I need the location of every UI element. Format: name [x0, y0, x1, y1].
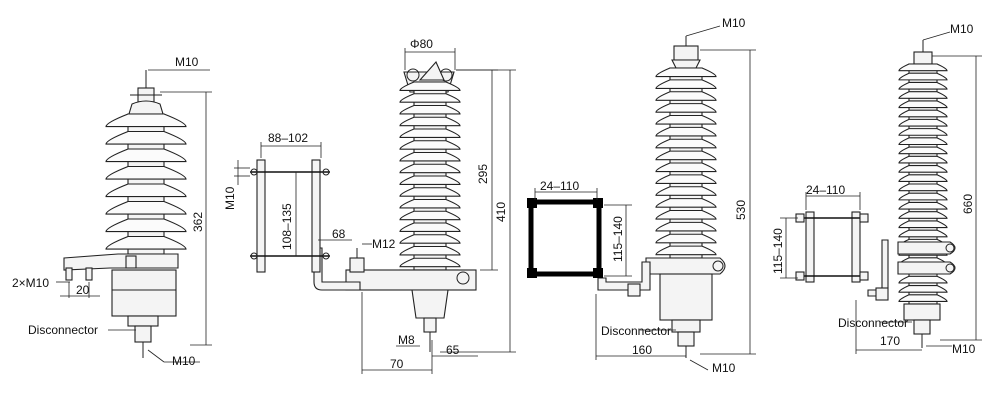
insulator-shed	[399, 116, 461, 127]
disconnector-label: Disconnector	[838, 316, 908, 330]
insulator-shed	[655, 174, 717, 184]
insulator-shed	[399, 128, 461, 139]
insulator-shed	[105, 235, 187, 250]
insulator-shed	[655, 67, 717, 78]
insulator-shed	[655, 233, 717, 244]
insulator-shed	[898, 118, 948, 127]
insulator-shed	[898, 155, 948, 164]
insulator-shed	[655, 138, 717, 149]
insulator-shed	[399, 140, 461, 150]
insulator-shed	[655, 221, 717, 232]
insulator-shed	[898, 192, 948, 201]
insulator-shed	[898, 137, 948, 146]
insulator-shed	[655, 162, 717, 173]
insulator-shed	[105, 165, 187, 180]
bracket-height-dimension: 115–140	[771, 228, 785, 274]
insulator-shed	[399, 257, 461, 268]
insulator-shed	[399, 234, 461, 244]
insulator-shed	[655, 245, 717, 256]
bolt-size-label: M10	[223, 186, 237, 210]
bottom-bolt-label: M10	[952, 342, 976, 356]
insulator-shed	[655, 198, 717, 208]
bracket-height-dimension: 108–135	[280, 203, 294, 250]
insulator-shed	[898, 146, 948, 155]
insulator-shed	[898, 201, 948, 210]
insulator-shed	[399, 187, 461, 197]
bracket-width-dimension: 88–102	[268, 131, 308, 145]
insulator-shed	[399, 210, 461, 221]
insulator-shed	[898, 128, 948, 136]
insulator-shed	[655, 186, 717, 196]
mount-bolts-label: 2×M10	[12, 276, 49, 290]
insulator-shed	[898, 229, 948, 238]
insulator-shed	[898, 284, 948, 293]
disconnector-label: Disconnector	[601, 324, 671, 338]
insulator-shed	[399, 93, 461, 103]
insulator-shed	[898, 91, 948, 99]
insulator-shed	[105, 113, 187, 128]
insulator-shed	[898, 164, 948, 173]
insulator-shed	[105, 148, 187, 163]
bracket-height-dimension: 115–140	[611, 216, 625, 262]
insulator-shed	[105, 130, 187, 145]
insulator-shed	[655, 126, 717, 137]
insulator-shed	[105, 218, 187, 233]
insulator-shed	[898, 183, 948, 192]
bottom-bolt-label: M10	[712, 361, 736, 375]
insulator-shed	[655, 79, 717, 89]
insulator-shed	[898, 211, 948, 219]
insulator-shed	[399, 104, 461, 115]
arrester-4: M10 24–110 115–140 660 Disconnector 170 …	[771, 22, 982, 356]
top-bolt-label: M10	[722, 16, 746, 30]
insulator-shed	[399, 81, 461, 92]
offset-dimension: 160	[632, 343, 652, 357]
insulator-shed	[655, 150, 717, 161]
insulator-shed	[898, 109, 948, 118]
insulator-shed	[399, 245, 461, 256]
bracket-width-dimension: 24–110	[806, 183, 845, 197]
right-offset-dimension: 65	[446, 343, 460, 357]
spacing-dimension: 20	[76, 283, 90, 297]
insulator-shed	[399, 175, 461, 186]
bracket-width-dimension: 24–110	[540, 179, 579, 193]
insulator-shed	[898, 275, 948, 284]
insulator-shed	[898, 81, 948, 90]
insulator-shed	[898, 294, 948, 302]
insulator-shed	[399, 222, 461, 233]
insulator-shed	[105, 200, 187, 215]
arrester-1: M10 362 2×M10 20 Disconnector M10	[12, 55, 212, 368]
diameter-dimension: Φ80	[410, 37, 433, 51]
insulator-shed	[898, 174, 948, 182]
height-dimension: 660	[961, 194, 975, 214]
insulator-shed	[399, 198, 461, 209]
insulator-shed	[655, 209, 717, 220]
disconnector-label: Disconnector	[28, 323, 98, 337]
arm-length-dimension: 68	[332, 227, 346, 241]
insulator-shed	[655, 114, 717, 125]
arm-bolt-label: M12	[372, 237, 396, 251]
arrester-3: M10 24–110 115–140 530 Disconnector 160 …	[527, 16, 756, 375]
insulator-shed	[898, 220, 948, 229]
height-dimension: 362	[191, 212, 205, 232]
bottom-bolt-label: M8	[398, 333, 415, 347]
bottom-bolt-label: M10	[172, 354, 196, 368]
left-offset-dimension: 70	[390, 357, 404, 371]
insulator-shed	[898, 63, 948, 72]
insulator-shed	[655, 91, 717, 101]
insulator-shed	[399, 151, 461, 162]
insulator-shed	[898, 100, 948, 109]
upper-height-dimension: 295	[476, 164, 490, 184]
insulator-shed	[105, 183, 187, 198]
arrester-2: Φ80 88–102 M10 108–135 68 M12 295 410 M8…	[223, 37, 516, 374]
top-bolt-label: M10	[950, 22, 974, 36]
total-height-dimension: 410	[494, 202, 508, 222]
insulator-shed	[399, 163, 461, 174]
insulator-shed	[655, 103, 717, 113]
height-dimension: 530	[734, 200, 748, 220]
top-bolt-label: M10	[175, 55, 199, 69]
offset-dimension: 170	[880, 334, 900, 348]
insulator-shed	[898, 72, 948, 81]
